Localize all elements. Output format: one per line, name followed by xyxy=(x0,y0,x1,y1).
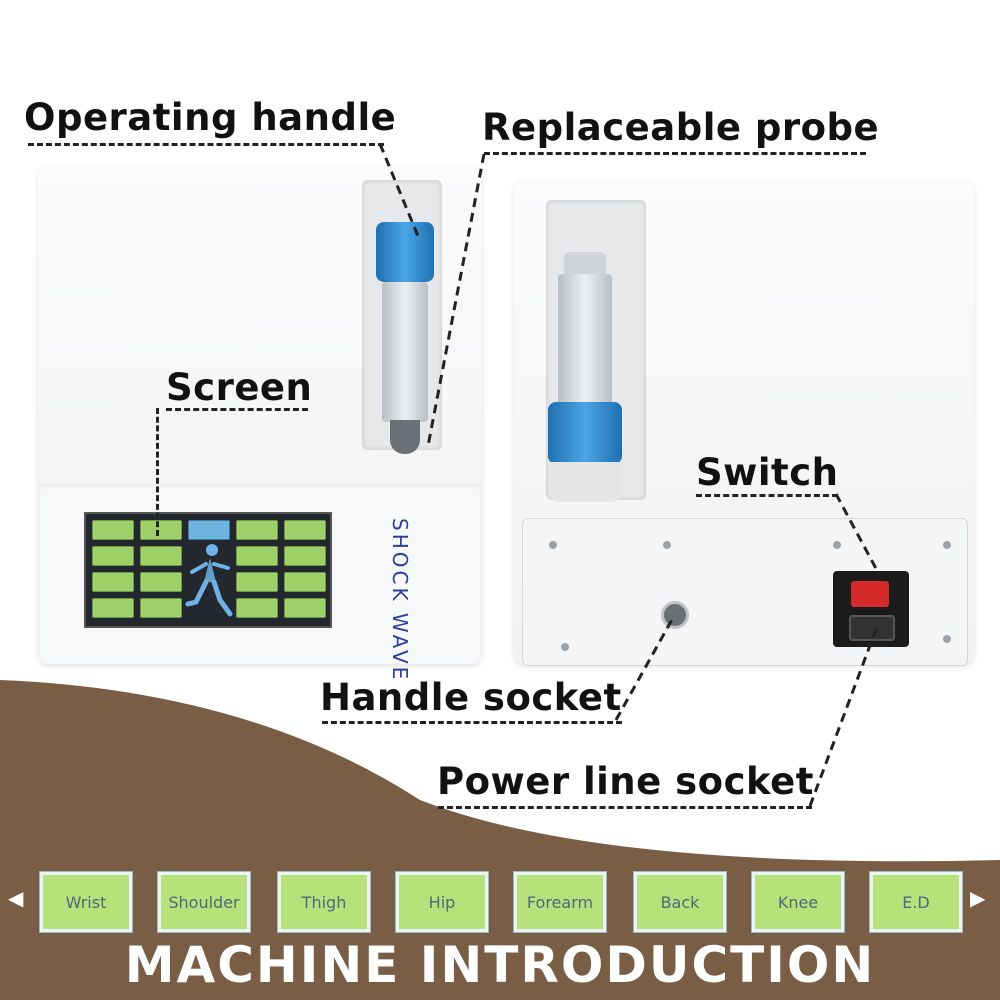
leader-line-switch xyxy=(834,493,882,577)
leader-screen xyxy=(166,408,308,411)
replaceable-probe xyxy=(544,252,626,502)
label-operating-handle: Operating handle xyxy=(24,96,397,139)
leader-line-power-line-socket xyxy=(808,623,880,807)
nav-prev-icon[interactable]: ◀ xyxy=(8,886,24,910)
label-handle-socket: Handle socket xyxy=(320,676,622,719)
label-replaceable-probe: Replaceable probe xyxy=(482,106,880,149)
power-module xyxy=(833,571,909,647)
handle-socket[interactable] xyxy=(661,601,689,629)
machine-front-view: SHOCK WAVE xyxy=(38,166,482,683)
body-part-back[interactable]: Back xyxy=(634,872,726,932)
leader-handle-socket xyxy=(322,721,622,724)
leader-switch xyxy=(696,494,838,497)
leader-operating-handle xyxy=(28,143,384,146)
nav-next-icon[interactable]: ▶ xyxy=(970,886,986,910)
label-power-line-socket: Power line socket xyxy=(437,760,814,803)
power-switch[interactable] xyxy=(851,581,889,607)
body-part-ed[interactable]: E.D xyxy=(870,872,962,932)
body-part-hip[interactable]: Hip xyxy=(396,872,488,932)
operating-handle xyxy=(372,222,438,454)
leader-line-screen xyxy=(156,408,159,536)
touch-screen[interactable] xyxy=(84,512,332,628)
label-screen: Screen xyxy=(166,366,313,409)
runner-figure-icon xyxy=(185,544,233,617)
back-panel xyxy=(522,518,968,666)
body-part-wrist[interactable]: Wrist xyxy=(40,872,132,932)
body-part-thigh[interactable]: Thigh xyxy=(278,872,370,932)
body-part-knee[interactable]: Knee xyxy=(752,872,844,932)
banner-title: MACHINE INTRODUCTION xyxy=(124,936,876,994)
brand-text: SHOCK WAVE xyxy=(388,518,412,683)
label-switch: Switch xyxy=(696,451,839,494)
body-part-forearm[interactable]: Forearm xyxy=(514,872,606,932)
body-part-shoulder[interactable]: Shoulder xyxy=(158,872,250,932)
leader-line-replaceable-probe xyxy=(426,153,486,447)
leader-replaceable-probe xyxy=(484,152,866,155)
leader-line-operating-handle xyxy=(378,143,420,237)
leader-line-handle-socket xyxy=(614,615,676,721)
leader-power-line-socket xyxy=(438,806,812,809)
